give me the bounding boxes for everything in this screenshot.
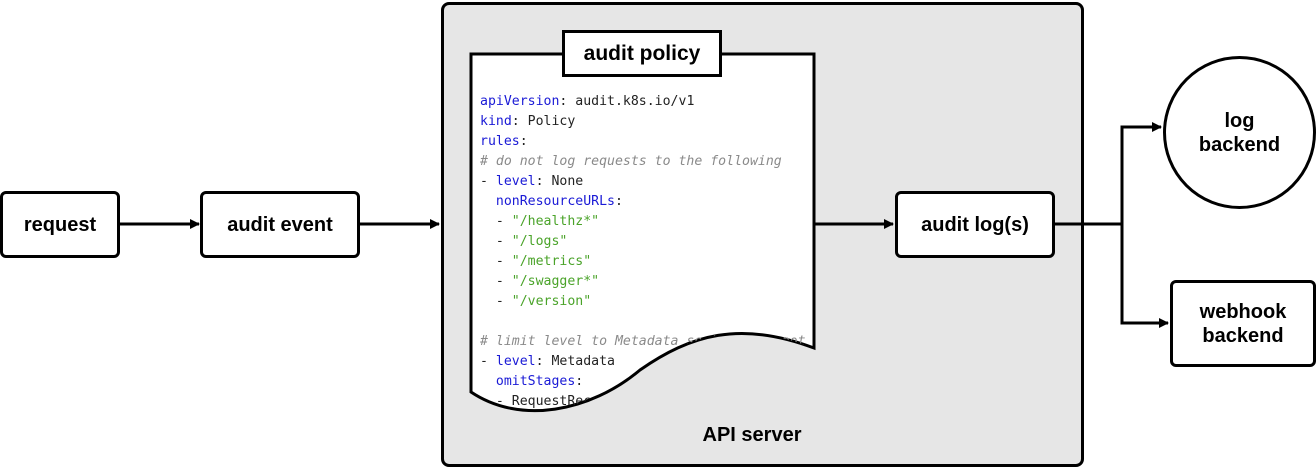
code-line: - level: Metadata xyxy=(480,352,810,372)
webhook-backend-label: webhook backend xyxy=(1200,300,1287,348)
code-token: "/metrics" xyxy=(511,254,592,269)
code-token: - xyxy=(480,274,512,289)
code-token: : xyxy=(575,374,584,389)
code-token: : Metadata xyxy=(535,354,615,369)
log-backend-line2: backend xyxy=(1198,133,1281,156)
code-token: - xyxy=(480,294,512,309)
webhook-backend-line1: webhook xyxy=(1199,300,1287,323)
code-token: "/logs" xyxy=(511,234,568,249)
code-line: - "/logs" xyxy=(480,232,810,252)
code-token: - xyxy=(480,254,512,269)
code-token: "/swagger*" xyxy=(511,274,600,289)
code-token: - xyxy=(480,234,512,249)
code-token: nonResourceURLs xyxy=(495,194,615,209)
code-line: # do not log requests to the following xyxy=(480,152,810,172)
code-line: omitStages: xyxy=(480,372,810,392)
code-token: - xyxy=(480,354,496,369)
code-token: level xyxy=(495,354,536,369)
code-token xyxy=(480,194,496,209)
arrow-logs-to-webhook-backend xyxy=(1120,224,1169,328)
code-token: : xyxy=(519,134,528,149)
code-token: "/healthz*" xyxy=(511,214,600,229)
code-line: apiVersion: audit.k8s.io/v1 xyxy=(480,92,810,112)
log-backend-circle: log backend xyxy=(1163,56,1316,209)
api-server-label: API server xyxy=(702,424,802,446)
code-line: - "/version" xyxy=(480,292,810,312)
code-line: kind: Policy xyxy=(480,112,810,132)
log-backend-label: log backend xyxy=(1199,109,1280,157)
code-token: apiVersion xyxy=(480,94,560,109)
code-token: : None xyxy=(535,174,584,189)
code-token: level xyxy=(495,174,536,189)
webhook-backend-line2: backend xyxy=(1202,324,1284,347)
audit-event-label: audit event xyxy=(227,213,333,236)
code-token: omitStages xyxy=(495,374,576,389)
audit-policy-label: audit policy xyxy=(562,30,722,77)
audit-logs-box: audit log(s) xyxy=(895,191,1055,258)
code-token xyxy=(480,374,496,389)
log-backend-line1: log xyxy=(1224,109,1255,132)
code-line xyxy=(480,312,810,332)
code-token: "/version" xyxy=(511,294,592,309)
code-token: : Policy xyxy=(511,114,576,129)
webhook-backend-box: webhook backend xyxy=(1170,280,1316,367)
request-box: request xyxy=(0,191,120,258)
code-line: - "/healthz*" xyxy=(480,212,810,232)
code-line: rules: xyxy=(480,132,810,152)
code-line: - "/swagger*" xyxy=(480,272,810,292)
code-token: # do not log requests to the following xyxy=(480,154,782,169)
request-label: request xyxy=(23,213,97,236)
code-token: : audit.k8s.io/v1 xyxy=(559,94,695,109)
arrow-logs-to-log-backend xyxy=(1055,122,1162,226)
code-token: kind xyxy=(480,114,512,129)
code-line: - "/metrics" xyxy=(480,252,810,272)
code-token: rules xyxy=(480,134,520,149)
audit-event-box: audit event xyxy=(200,191,360,258)
code-token: - xyxy=(480,174,496,189)
code-line: nonResourceURLs: xyxy=(480,192,810,212)
code-line: - level: None xyxy=(480,172,810,192)
audit-logs-label: audit log(s) xyxy=(921,213,1029,236)
code-token: : xyxy=(614,194,623,209)
code-token: - xyxy=(480,214,512,229)
